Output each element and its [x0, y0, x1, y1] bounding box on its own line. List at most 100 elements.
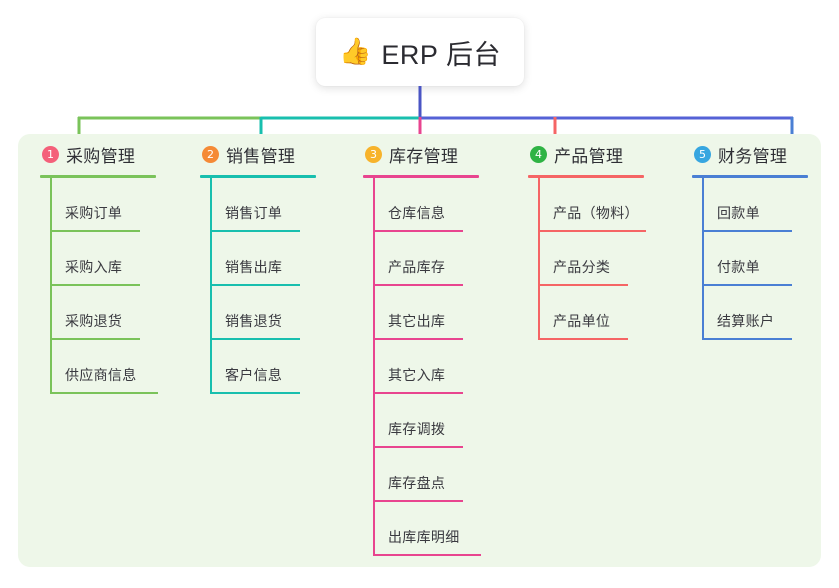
branch-spine-3: [373, 178, 375, 556]
list-item[interactable]: 销售订单: [200, 178, 350, 232]
item-rule: [50, 284, 140, 286]
branch-items-2: 销售订单 销售出库 销售退货 客户信息: [200, 178, 350, 394]
branch-head-rule-5: [692, 175, 808, 178]
list-item[interactable]: 结算账户: [692, 286, 817, 340]
branch-columns: 1 采购管理 采购订单 采购入库 采购退货: [18, 134, 821, 567]
item-label: 库存盘点: [388, 475, 446, 491]
item-label: 回款单: [717, 205, 760, 221]
list-item[interactable]: 产品库存: [363, 232, 518, 286]
branch-column-5: 5 财务管理 回款单 付款单 结算账户: [692, 142, 817, 340]
item-rule: [373, 230, 463, 232]
item-rule: [538, 284, 628, 286]
item-label: 销售订单: [225, 205, 283, 221]
branch-title-5: 财务管理: [718, 146, 788, 166]
branch-items-3: 仓库信息 产品库存 其它出库 其它入库: [363, 178, 518, 556]
item-rule: [50, 338, 140, 340]
branch-header-4[interactable]: 4 产品管理: [528, 142, 686, 166]
item-label: 付款单: [717, 259, 760, 275]
list-item[interactable]: 产品分类: [528, 232, 686, 286]
list-item[interactable]: 供应商信息: [40, 340, 190, 394]
branch-spine-5: [702, 178, 704, 340]
branch-head-rule-4: [528, 175, 644, 178]
item-rule: [373, 554, 481, 556]
item-label: 产品分类: [553, 259, 611, 275]
item-rule: [373, 284, 463, 286]
branch-header-2[interactable]: 2 销售管理: [200, 142, 350, 166]
branch-column-1: 1 采购管理 采购订单 采购入库 采购退货: [40, 142, 190, 394]
item-rule: [373, 392, 463, 394]
thumbs-up-icon: 👍: [339, 37, 372, 67]
item-rule: [538, 230, 646, 232]
list-item[interactable]: 回款单: [692, 178, 817, 232]
branch-header-5[interactable]: 5 财务管理: [692, 142, 817, 166]
item-rule: [702, 230, 792, 232]
item-label: 产品库存: [388, 259, 446, 275]
item-rule: [373, 338, 463, 340]
branch-spine-4: [538, 178, 540, 340]
branch-title-3: 库存管理: [389, 146, 459, 166]
item-rule: [210, 338, 300, 340]
item-label: 产品（物料）: [553, 205, 639, 221]
list-item[interactable]: 仓库信息: [363, 178, 518, 232]
list-item[interactable]: 产品（物料）: [528, 178, 686, 232]
list-item[interactable]: 客户信息: [200, 340, 350, 394]
list-item[interactable]: 出库库明细: [363, 502, 518, 556]
branch-title-1: 采购管理: [66, 146, 136, 166]
branch-badge-1: 1: [42, 145, 59, 163]
item-rule: [210, 392, 300, 394]
item-rule: [373, 500, 463, 502]
item-rule: [50, 230, 140, 232]
item-label: 出库库明细: [388, 529, 460, 545]
list-item[interactable]: 其它出库: [363, 286, 518, 340]
item-label: 销售退货: [225, 313, 283, 329]
branch-spine-2: [210, 178, 212, 394]
list-item[interactable]: 库存调拨: [363, 394, 518, 448]
item-label: 采购订单: [65, 205, 123, 221]
list-item[interactable]: 采购入库: [40, 232, 190, 286]
branch-header-3[interactable]: 3 库存管理: [363, 142, 518, 166]
item-label: 库存调拨: [388, 421, 446, 437]
item-label: 采购入库: [65, 259, 123, 275]
item-label: 销售出库: [225, 259, 283, 275]
branch-spine-1: [50, 178, 52, 394]
list-item[interactable]: 产品单位: [528, 286, 686, 340]
item-label: 供应商信息: [65, 367, 137, 383]
branch-badge-2: 2: [202, 145, 219, 163]
branch-column-4: 4 产品管理 产品（物料） 产品分类 产品单位: [528, 142, 686, 340]
item-rule: [702, 338, 792, 340]
root-node[interactable]: 👍 ERP 后台: [316, 18, 524, 86]
list-item[interactable]: 采购退货: [40, 286, 190, 340]
branch-header-1[interactable]: 1 采购管理: [40, 142, 190, 166]
item-rule: [373, 446, 463, 448]
item-label: 采购退货: [65, 313, 123, 329]
item-rule: [538, 338, 628, 340]
branch-title-2: 销售管理: [226, 146, 296, 166]
branch-items-4: 产品（物料） 产品分类 产品单位: [528, 178, 686, 340]
list-item[interactable]: 销售出库: [200, 232, 350, 286]
list-item[interactable]: 其它入库: [363, 340, 518, 394]
item-rule: [50, 392, 158, 394]
branch-head-rule-2: [200, 175, 316, 178]
list-item[interactable]: 销售退货: [200, 286, 350, 340]
item-label: 其它出库: [388, 313, 446, 329]
branch-badge-3: 3: [365, 145, 382, 163]
branch-items-1: 采购订单 采购入库 采购退货 供应商信息: [40, 178, 190, 394]
item-rule: [210, 284, 300, 286]
root-title: ERP 后台: [381, 39, 501, 70]
item-label: 产品单位: [553, 313, 611, 329]
item-rule: [702, 284, 792, 286]
branch-items-5: 回款单 付款单 结算账户: [692, 178, 817, 340]
item-label: 其它入库: [388, 367, 446, 383]
branch-column-2: 2 销售管理 销售订单 销售出库 销售退货: [200, 142, 350, 394]
item-label: 客户信息: [225, 367, 283, 383]
list-item[interactable]: 付款单: [692, 232, 817, 286]
branch-badge-5: 5: [694, 145, 711, 163]
item-label: 结算账户: [717, 313, 775, 329]
branch-column-3: 3 库存管理 仓库信息 产品库存 其它出库: [363, 142, 518, 556]
list-item[interactable]: 库存盘点: [363, 448, 518, 502]
item-rule: [210, 230, 300, 232]
branch-badge-4: 4: [530, 145, 547, 163]
branch-head-rule-3: [363, 175, 479, 178]
list-item[interactable]: 采购订单: [40, 178, 190, 232]
